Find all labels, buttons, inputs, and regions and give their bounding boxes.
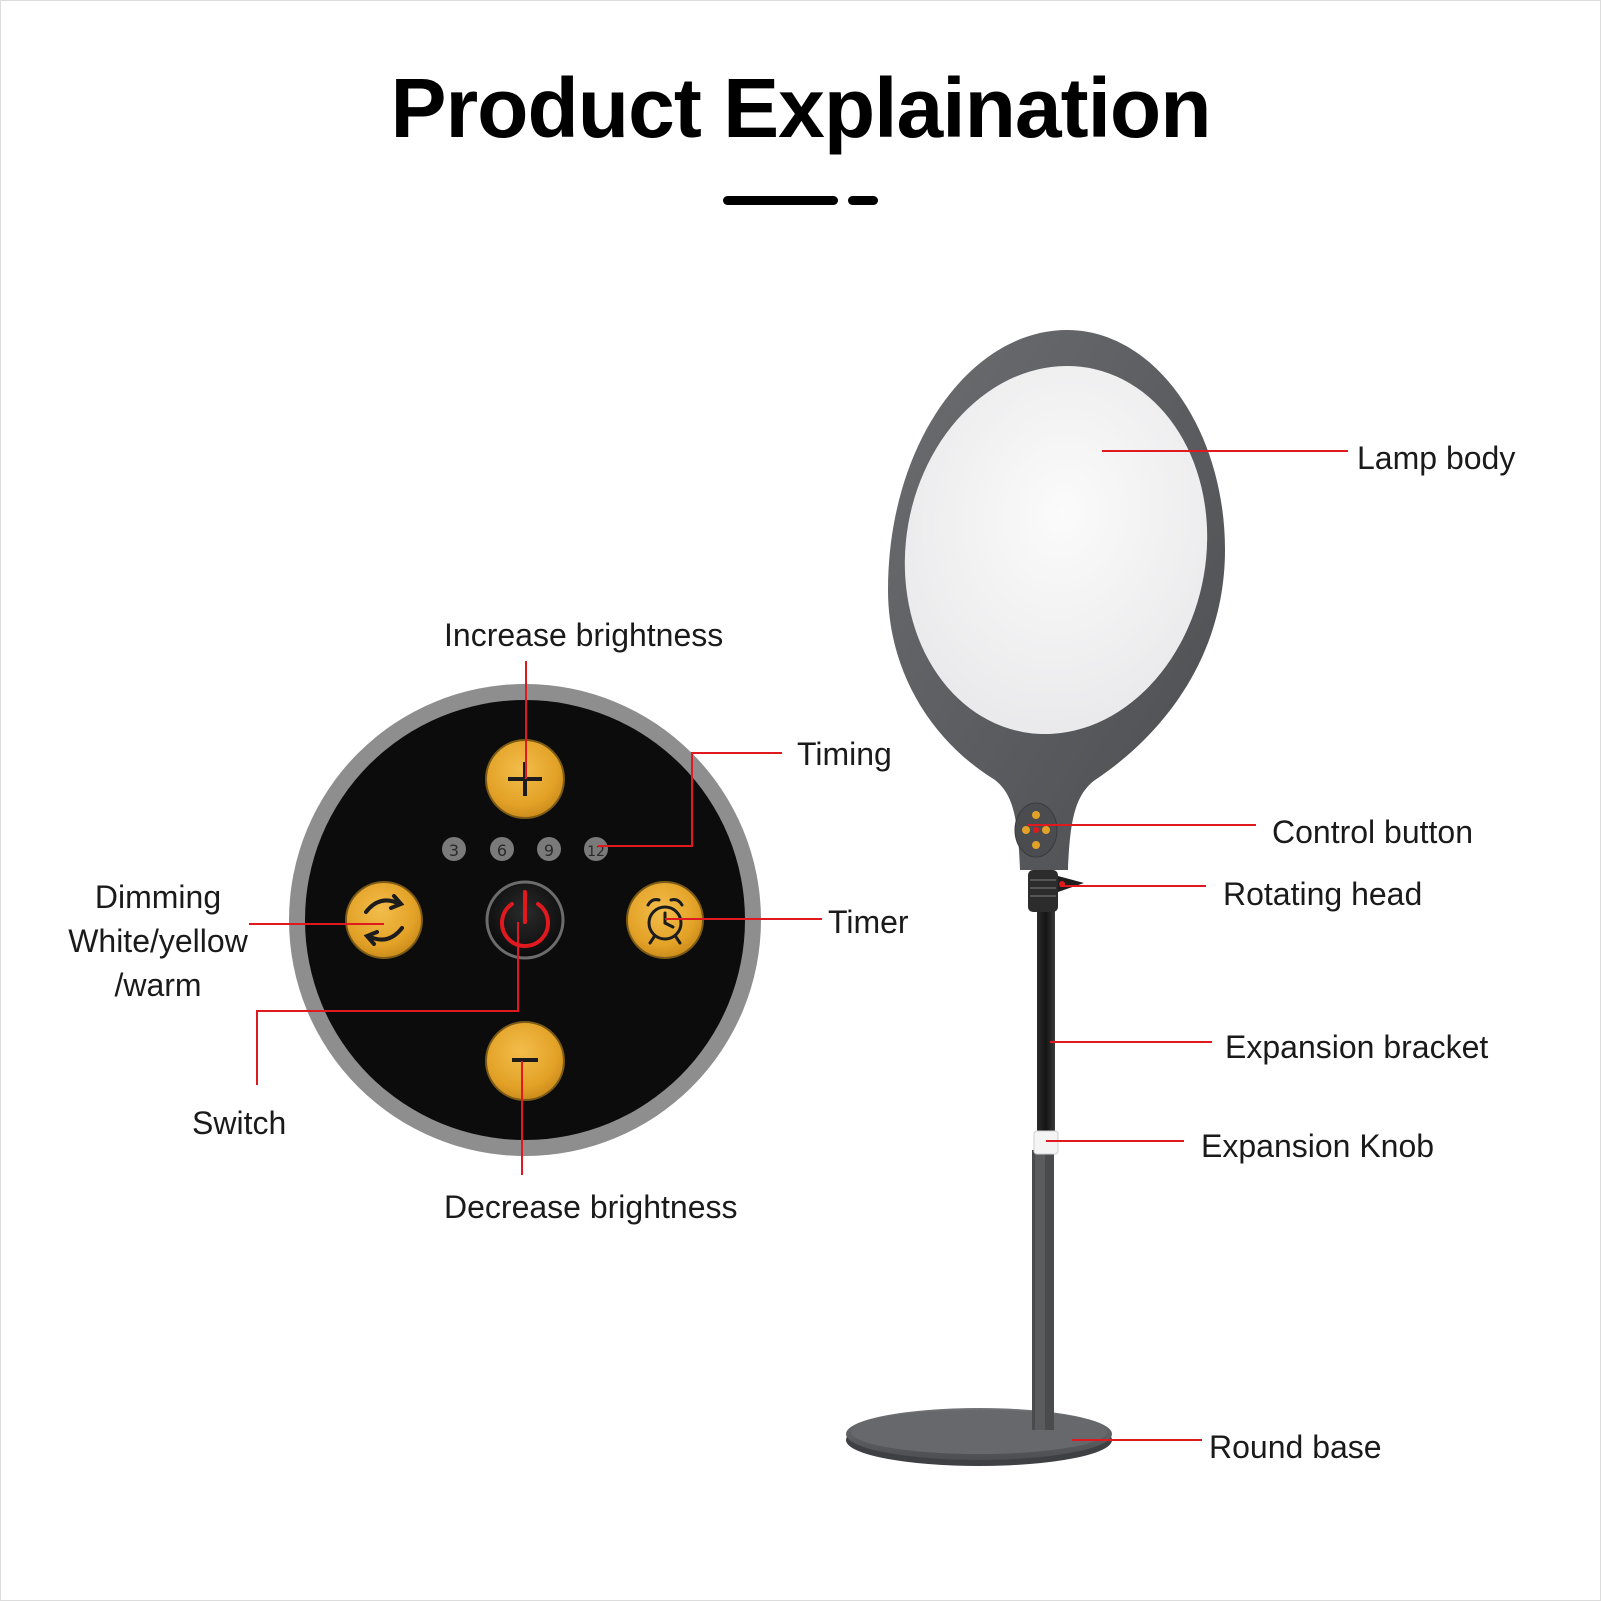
label-expansion-knob: Expansion Knob: [1201, 1128, 1435, 1164]
label-rotating-head: Rotating head: [1223, 876, 1423, 912]
leader-timing: [598, 752, 782, 847]
lamp-leader-lines: [1028, 450, 1348, 1441]
page-title: Product Explaination: [390, 61, 1211, 155]
title-underline-long: [723, 196, 838, 205]
label-timing: Timing: [797, 736, 892, 772]
lamp: [846, 330, 1225, 1466]
svg-text:9: 9: [544, 841, 554, 860]
label-lamp-body: Lamp body: [1357, 440, 1516, 476]
label-increase-brightness: Increase brightness: [444, 617, 724, 653]
svg-text:6: 6: [497, 841, 507, 860]
power-icon: [500, 890, 550, 948]
cycle-arrows-icon: [363, 894, 405, 946]
label-dimming: Dimming White/yellow /warm: [40, 875, 276, 1007]
control-panel: 3 6 9 12: [289, 684, 761, 1156]
svg-text:3: 3: [449, 841, 459, 860]
label-timer: Timer: [828, 904, 909, 940]
rotating-head: [1028, 870, 1084, 912]
timer-level-indicators: 3 6 9 12: [442, 837, 608, 861]
timer-level-3: 3: [442, 837, 466, 861]
expansion-bracket: [1032, 895, 1055, 1430]
dimming-button: [345, 881, 423, 959]
label-round-base: Round base: [1209, 1429, 1382, 1465]
label-expansion-bracket: Expansion bracket: [1225, 1029, 1489, 1065]
timer-level-9: 9: [537, 837, 561, 861]
timer-level-12: 12: [584, 837, 608, 861]
label-dimming-line-3: /warm: [114, 967, 202, 1004]
alarm-clock-icon: [646, 898, 684, 945]
expansion-knob: [1033, 1130, 1059, 1155]
label-dimming-line-1: Dimming: [94, 879, 222, 915]
label-decrease-brightness: Decrease brightness: [444, 1189, 738, 1225]
label-control-button: Control button: [1272, 814, 1474, 850]
lamp-body: [888, 330, 1225, 870]
decrease-brightness-button: [485, 1021, 565, 1101]
label-dimming-line-2: White/yellow: [68, 923, 248, 960]
svg-text:12: 12: [587, 844, 605, 860]
timer-level-6: 6: [490, 837, 514, 861]
title-underline-short: [848, 196, 878, 205]
lamp-control-button: [1014, 802, 1058, 858]
leader-switch: [256, 922, 519, 1085]
lamp-light-panel: [904, 365, 1208, 735]
round-base: [846, 1408, 1112, 1466]
label-switch: Switch: [192, 1105, 287, 1141]
switch-button: [485, 880, 565, 960]
control-panel-leader-lines: [249, 661, 822, 1175]
